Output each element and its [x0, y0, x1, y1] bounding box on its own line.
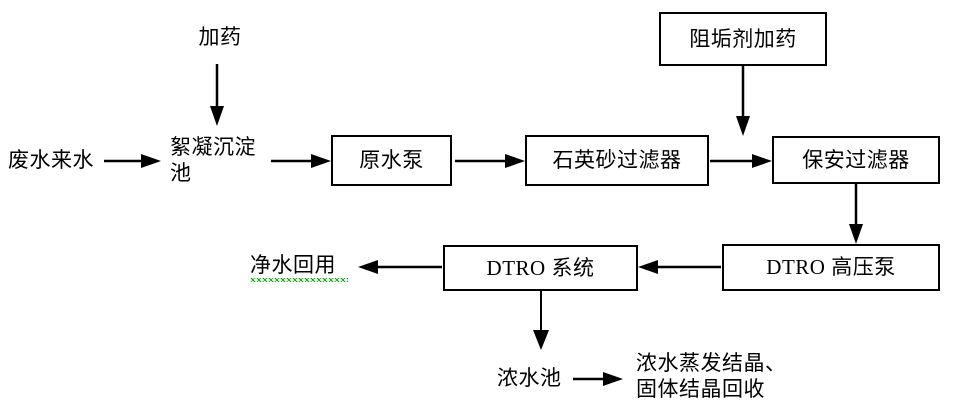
edge-inhibitor-to-securityfilter	[736, 66, 750, 136]
node-concentrate-pond-label: 浓水池	[497, 366, 562, 390]
node-dtro-system[interactable]: DTRO 系统	[443, 245, 638, 291]
node-wastewater-inlet-label: 废水来水	[8, 148, 94, 172]
edge-concentrate-to-crystallization	[573, 372, 623, 386]
node-dosing-label: 加药	[198, 25, 242, 49]
node-security-filter[interactable]: 保安过滤器	[772, 136, 940, 184]
node-dtro-high-pressure-pump[interactable]: DTRO 高压泵	[722, 244, 940, 291]
node-coagulation-tank-label: 絮凝沉淀 池	[170, 135, 256, 186]
node-scale-inhibitor-dosing[interactable]: 阻垢剂加药	[659, 12, 827, 66]
edge-quartzfilter-to-securityfilter	[710, 154, 772, 168]
node-raw-water-pump[interactable]: 原水泵	[331, 135, 452, 186]
edge-dtro-to-cleanwater	[358, 260, 442, 274]
edge-inlet-to-coagulation	[104, 154, 161, 168]
edge-dtro-to-concentrate	[533, 291, 549, 350]
node-crystallization-recovery-label: 浓水蒸发结晶、 固体结晶回收	[636, 351, 787, 402]
edge-hppump-to-dtro	[638, 260, 721, 274]
node-quartz-sand-filter[interactable]: 石英砂过滤器	[525, 135, 709, 186]
edge-coagulation-to-rawpump	[271, 154, 331, 168]
node-clean-water-reuse-label: 净水回用	[250, 252, 348, 282]
edge-dosing-to-coagulation	[210, 64, 224, 126]
edge-rawpump-to-quartzfilter	[455, 154, 525, 168]
edge-securityfilter-to-hppump	[849, 184, 863, 244]
